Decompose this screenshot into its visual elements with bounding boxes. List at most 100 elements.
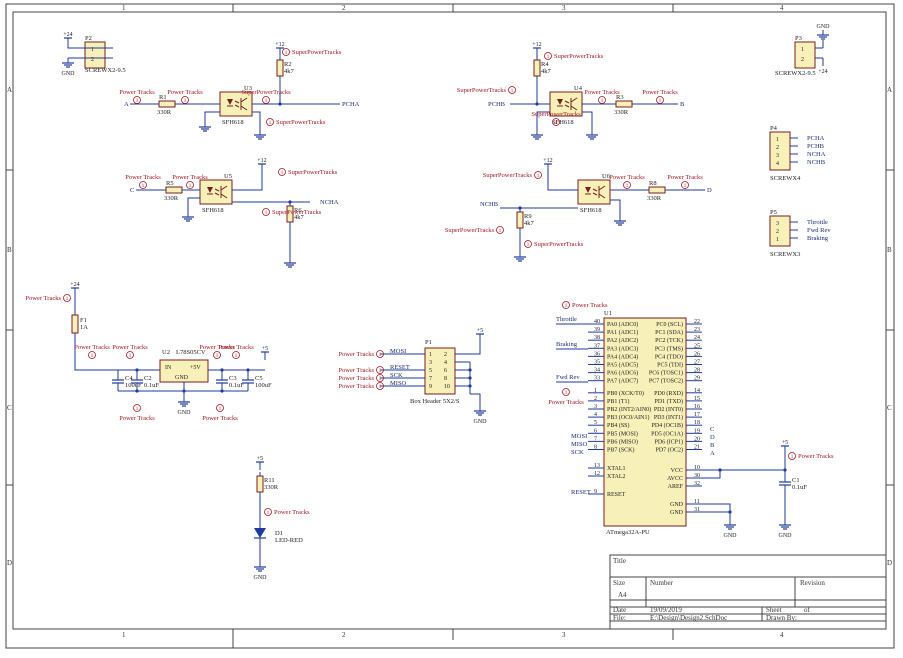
connector-body [769, 131, 791, 171]
phototransistor-icon [220, 193, 228, 199]
net-class-marker-icon [524, 240, 532, 248]
net-class-label: Power Tracks [167, 89, 203, 96]
mcu-pin-number: 33 [594, 376, 600, 382]
power-port-label: +12 [275, 42, 284, 48]
resistor-designator: R1 [159, 94, 167, 101]
file-value: E:\Design\Design2.SchDoc [650, 614, 727, 622]
junction-dot [182, 389, 186, 393]
mcu-pin-number: 31 [694, 507, 700, 513]
mcu-pin-number: 13 [594, 463, 600, 469]
mcu-pin-name: PA2 (ADC2) [607, 337, 638, 344]
net-class-marker-number: 1 [265, 99, 268, 104]
mcu-pin-name: PA0 (ADC0) [607, 321, 638, 328]
phototransistor-icon [598, 193, 606, 199]
net-class-marker-number: 1 [511, 89, 514, 94]
capacitor-value: 0.1uF [229, 382, 244, 389]
mcu-pin-name: PA1 (ADC1) [607, 329, 638, 336]
wire [252, 111, 261, 130]
junction-dot [518, 206, 522, 210]
junction-dot [718, 468, 722, 472]
power-port-label: +24 [818, 69, 827, 75]
ground-label: GND [779, 533, 793, 539]
mcu-pin-name: PA5 (ADC5) [607, 362, 638, 369]
net-class-label: Power Tracks [74, 344, 110, 351]
frame-col-4-bottom: 4 [780, 631, 784, 639]
isp-pin-number: 10 [444, 384, 450, 390]
mcu-pin-name: GND [670, 502, 684, 508]
revision-label: Revision [800, 579, 825, 587]
drawn-by-label: Drawn By: [766, 614, 797, 622]
connector-pin-number: 3 [776, 153, 779, 159]
connector-pin-number: 3 [776, 221, 779, 227]
isp-pin-number: 8 [444, 376, 447, 382]
net-class-marker-number: 1 [91, 354, 94, 359]
mcu-pin-name: PA4 (ADC4) [607, 353, 638, 360]
frame-col-4-top: 4 [780, 4, 784, 12]
number-label: Number [650, 579, 674, 587]
net-class-marker-icon [63, 294, 71, 302]
net-class-label: SuperPowerTracks [241, 89, 291, 96]
net-class-marker-icon [376, 350, 384, 358]
mcu-net-fwdrev: Fwd Rev [556, 374, 580, 381]
mcu-net-c: C [710, 426, 714, 433]
isp-header-body [424, 347, 456, 395]
net-class-marker-icon [133, 96, 141, 104]
mcu-pin-number: 6 [594, 428, 597, 434]
resistor-value: 330R [614, 109, 629, 116]
net-class-marker-icon [534, 171, 542, 179]
net-class-marker-number: 1 [379, 385, 382, 390]
net-class-marker-icon [88, 351, 96, 359]
mcu-pin-number: 34 [594, 368, 600, 374]
resistor-value: 330R [157, 109, 172, 116]
net-label-braking: Braking [807, 235, 829, 242]
mcu-pin-name: VCC [671, 468, 683, 474]
isp-pin-number: 3 [429, 360, 432, 366]
mcu-pin-number: 7 [594, 436, 597, 442]
mcu-pin-name: PC1 (SDA) [655, 329, 683, 336]
mcu-pin-name: PC5 (TDI) [657, 362, 683, 369]
mcu-net-reset: RESET [571, 489, 591, 496]
wire [470, 393, 481, 406]
resistor-value: 330R [164, 195, 179, 202]
light-arrow-icon [214, 188, 220, 192]
net-class-marker-number: 1 [142, 184, 145, 189]
wire [582, 111, 593, 130]
junction-dot [468, 368, 472, 372]
mcu-pin-number: 40 [594, 319, 600, 325]
isp-pin-number: 7 [429, 376, 432, 382]
resistor-designator: R4 [541, 61, 549, 68]
phototransistor-icon [570, 105, 578, 111]
connector-pin-number: 2 [91, 57, 94, 63]
connector-pin-number: 2 [801, 57, 804, 63]
net-class-marker-number: 1 [537, 174, 540, 179]
title-block [609, 554, 887, 630]
frame-row-c-left: C [7, 404, 12, 412]
net-class-marker-icon [126, 351, 134, 359]
net-label-throttle: Throttle [807, 219, 828, 226]
net-class-marker-icon [278, 168, 286, 176]
connector-pin-number: 4 [776, 161, 779, 167]
resistor-value: 4k7 [541, 68, 552, 75]
power-port-label: +5 [477, 328, 483, 334]
net-label-a: A [124, 101, 129, 108]
regulator-value: L78S05CV [176, 349, 206, 356]
net-class-marker-icon [598, 96, 606, 104]
mcu-pin-name: PA3 (ADC3) [607, 345, 638, 352]
net-class-marker-number: 1 [565, 304, 568, 309]
net-class-marker-icon [213, 351, 221, 359]
capacitor-value: 0.1uF [144, 382, 159, 389]
title-block-text: Title Size A4 Number Revision Date 19/09… [613, 557, 825, 622]
junction-dot [135, 389, 139, 393]
net-class-label: Power Tracks [584, 89, 620, 96]
resistor-designator: R6 [294, 207, 302, 214]
net-class-marker-number: 1 [267, 511, 270, 516]
mcu-pin-name: PB4 (SS) [607, 422, 630, 429]
mcu-pin-number: 26 [694, 351, 700, 357]
phototransistor-icon [240, 97, 248, 103]
mcu-pin-number: 12 [594, 471, 600, 477]
connector-designator: P2 [85, 35, 92, 42]
connector-designator: P5 [770, 209, 777, 216]
mcu-net-mosi: MOSI [571, 433, 587, 440]
